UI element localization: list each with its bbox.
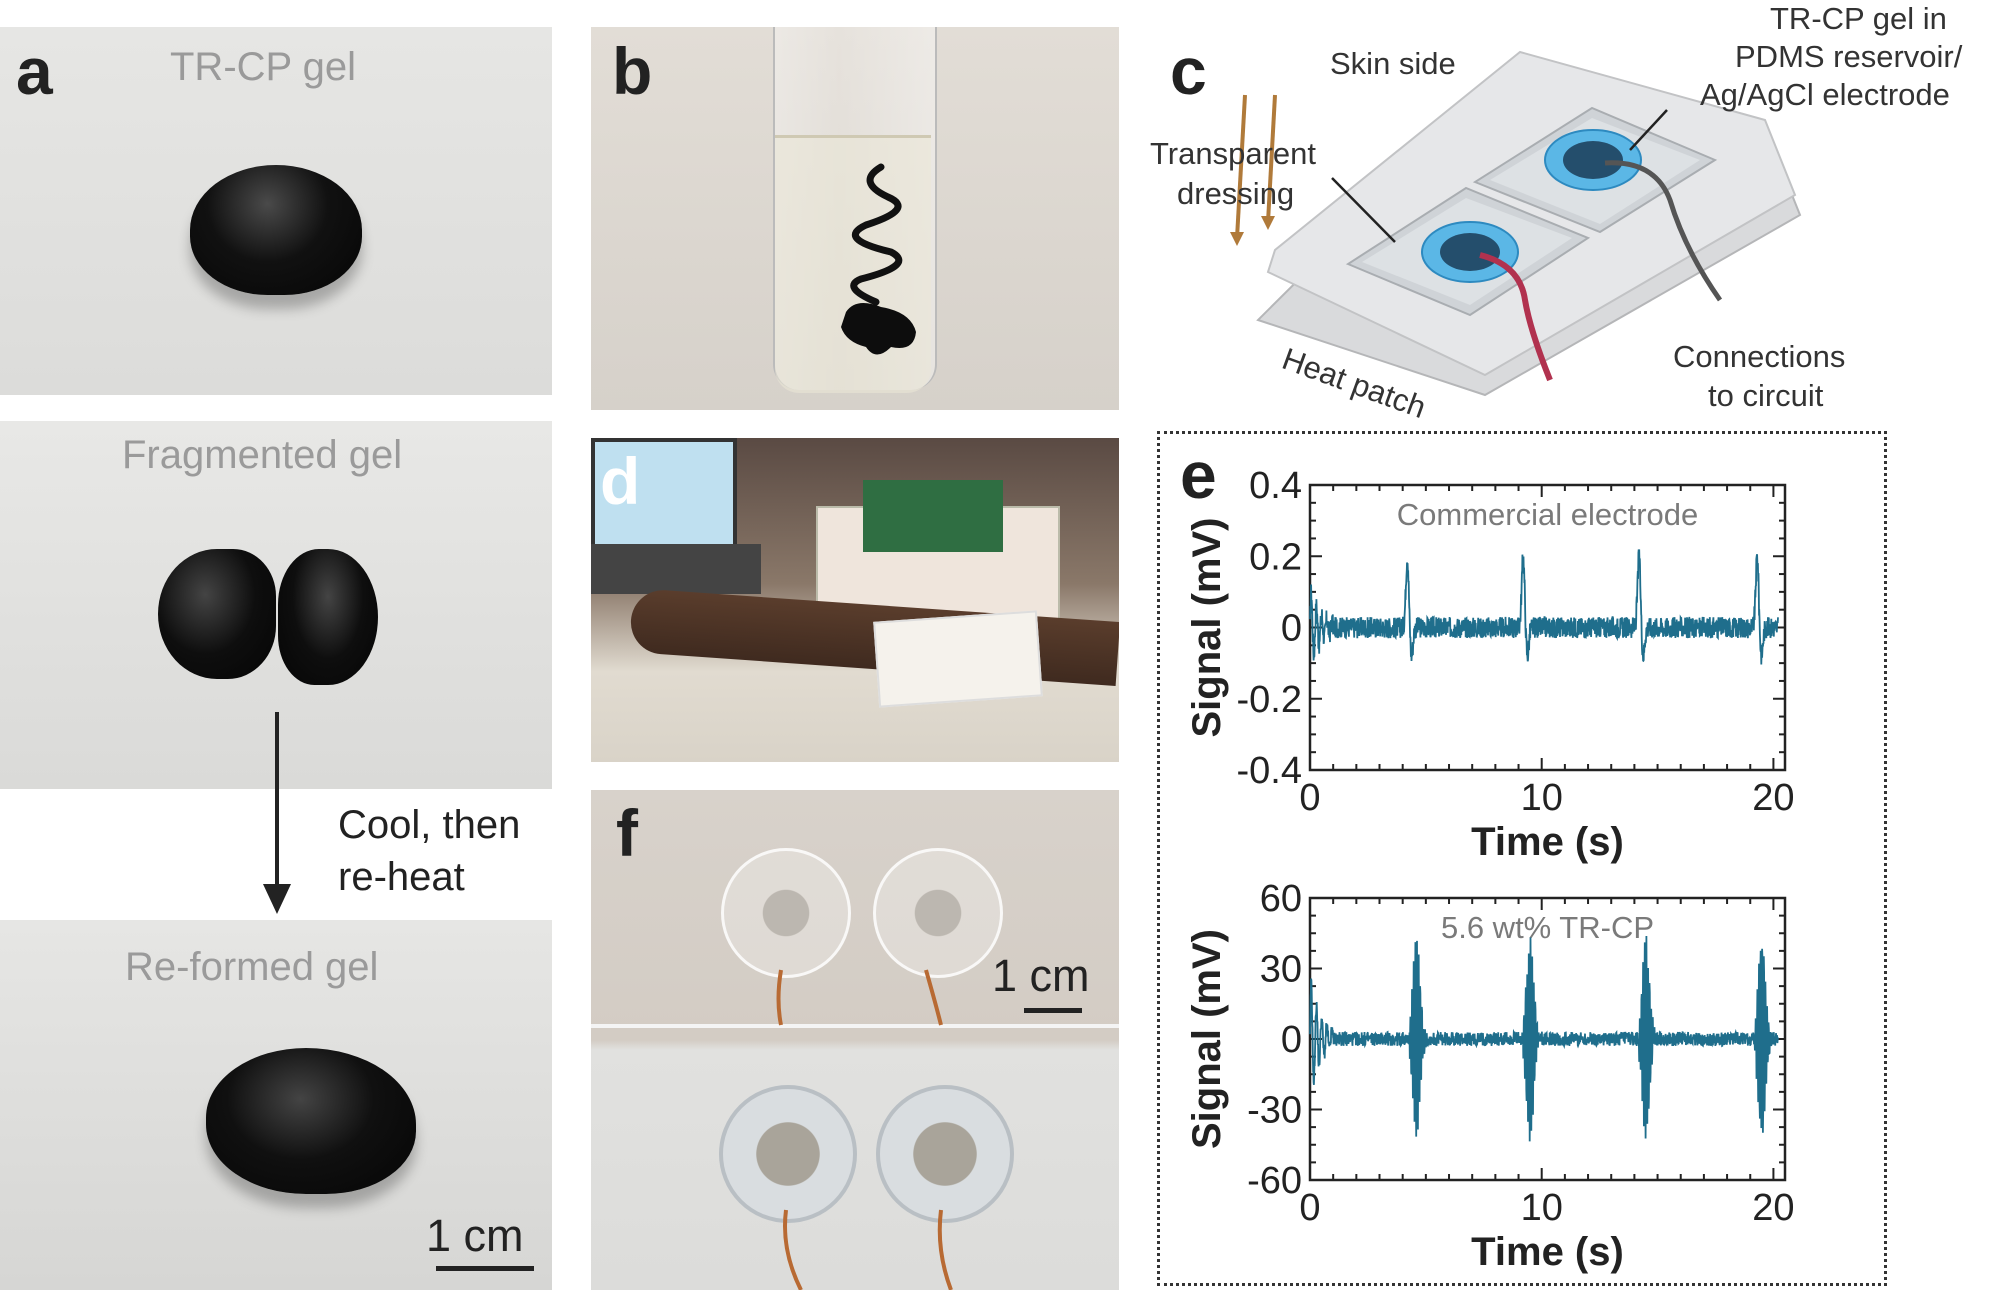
y-tick-label: -0.4 (1237, 750, 1302, 792)
electrode-bottom-right (876, 1085, 1014, 1223)
x-tick-label: 10 (1521, 1187, 1563, 1229)
cool-then-text: Cool, then (338, 803, 521, 847)
panel-f-photo-electrodes (591, 790, 1119, 1290)
panel-c-label: c (1170, 34, 1207, 108)
cool-reheat-arrow (263, 712, 291, 914)
y-tick-label: -60 (1247, 1160, 1302, 1202)
x-tick-label: 20 (1752, 1187, 1794, 1229)
dressing-text: dressing (1177, 176, 1295, 211)
x-tick-label: 0 (1299, 777, 1320, 819)
panel-a-scalebar-label: 1 cm (426, 1210, 524, 1261)
panel-a-label: a (16, 34, 53, 108)
gel-fragment-left (158, 549, 276, 679)
electrode-top-right (873, 848, 1003, 978)
y-axis-label: Signal (mV) (1185, 929, 1229, 1149)
y-tick-label: 0.4 (1249, 470, 1302, 507)
skin-side-arrow-2 (1266, 94, 1277, 223)
x-axis-label: Time (s) (1471, 1230, 1624, 1274)
series-annotation: Commercial electrode (1397, 497, 1699, 532)
panel-d-photo-arm-setup (591, 438, 1119, 762)
gray-wire (1604, 160, 1723, 302)
panel-a-photo-fragmented-gel (0, 421, 552, 789)
y-tick-label: 30 (1260, 949, 1302, 991)
x-tick-label: 20 (1752, 777, 1794, 819)
to-circuit-text: to circuit (1708, 378, 1824, 413)
divider (591, 1024, 1119, 1028)
gel-text-line2: PDMS reservoir/ (1735, 39, 1963, 74)
y-tick-label: -0.2 (1237, 679, 1302, 721)
gel-leader (1629, 109, 1668, 151)
electrode-left-core (1440, 233, 1500, 271)
panel-f-scalebar-label: 1 cm (992, 950, 1090, 1001)
signal-trace (1309, 935, 1779, 1142)
panel-c-diagram (1230, 50, 1802, 397)
gel-blob (190, 165, 362, 295)
reformed-gel-blob (206, 1048, 416, 1194)
panel-f-scalebar-bar (1024, 1008, 1082, 1013)
panel-b-photo-vial (591, 27, 1119, 410)
fragmented-gel-caption: Fragmented gel (122, 433, 403, 477)
connections-text: Connections (1673, 339, 1846, 374)
gel-text-line1: TR-CP gel in (1770, 1, 1947, 36)
transparent-text: Transparent (1150, 136, 1316, 171)
y-tick-label: -30 (1247, 1090, 1302, 1132)
red-wire (1479, 252, 1553, 382)
gel-text-line3: Ag/AgCl electrode (1700, 77, 1950, 112)
heat-patch-on-arm (873, 610, 1043, 708)
vial-liquid (775, 135, 931, 393)
reformed-gel-caption: Re-formed gel (125, 945, 379, 989)
series-annotation: 5.6 wt% TR-CP (1441, 910, 1654, 945)
panel-b-label: b (612, 34, 653, 108)
electrode-right-core (1563, 141, 1623, 179)
circuit-board (863, 480, 1003, 552)
panel-d-label: d (600, 444, 641, 518)
spiral-gel-filament (841, 163, 916, 355)
laptop-base (591, 544, 761, 594)
heat-patch-top (1266, 50, 1797, 377)
panel-a-photo-tr-cp-gel (0, 27, 552, 395)
x-tick-label: 10 (1521, 777, 1563, 819)
panel-a-scalebar: 1 cm (420, 1210, 540, 1280)
copper-wires (776, 969, 953, 1290)
electrode-bottom-left (719, 1085, 857, 1223)
panel-a-photo-reformed-gel (0, 920, 552, 1290)
dressing-leader (1331, 177, 1396, 243)
y-tick-label: 0 (1281, 1019, 1302, 1061)
panel-f-scalebar: 1 cm (988, 950, 1118, 1020)
gel-fragment-right (278, 549, 378, 685)
y-axis-label: Signal (mV) (1185, 517, 1229, 737)
panel-e-label: e (1180, 438, 1217, 512)
y-tick-label: 0.2 (1249, 536, 1302, 578)
electrode-top-left (721, 848, 851, 978)
skin-side-arrow-1 (1235, 94, 1247, 239)
x-tick-label: 0 (1299, 1187, 1320, 1229)
tr-cp-gel-caption: TR-CP gel (170, 45, 356, 89)
x-axis-label: Time (s) (1471, 820, 1624, 864)
y-tick-label: 60 (1260, 878, 1302, 920)
signal-trace (1309, 549, 1779, 665)
skin-side-text: Skin side (1330, 46, 1456, 81)
panel-e-dotted-frame (1157, 431, 1887, 1286)
panel-f-label: f (616, 796, 638, 870)
reheat-text: re-heat (338, 855, 465, 899)
panel-a-scalebar-bar (436, 1266, 534, 1271)
y-tick-label: 0 (1281, 608, 1302, 650)
